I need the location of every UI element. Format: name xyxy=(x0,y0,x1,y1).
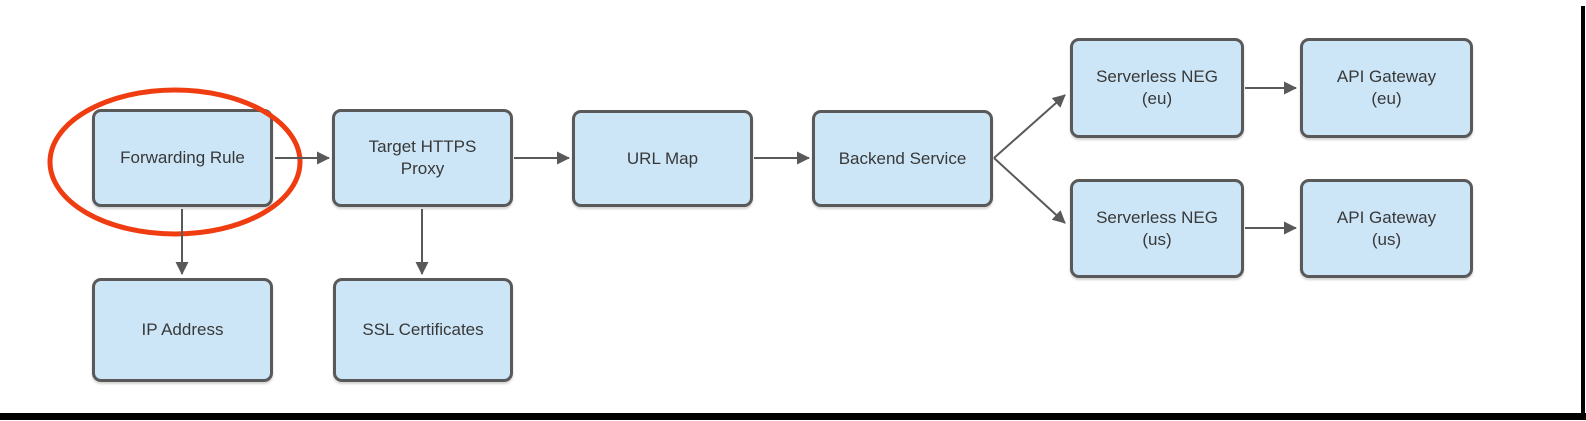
node-ssl-certificates-label: SSL Certificates xyxy=(362,320,484,339)
node-url-map-label: URL Map xyxy=(626,148,699,168)
node-serverless-neg-eu: Serverless NEG (eu) xyxy=(1070,38,1244,138)
node-backend-service: Backend Service xyxy=(812,110,993,207)
node-api-gateway-eu: API Gateway (eu) xyxy=(1300,38,1473,138)
edge-backend-service-to-serverless-neg-eu xyxy=(993,94,1066,159)
node-target-https-proxy-label: Target HTTPS Proxy xyxy=(368,137,477,178)
node-api-gateway-us: API Gateway (us) xyxy=(1300,179,1473,278)
node-forwarding-rule-label: Forwarding Rule xyxy=(120,148,245,167)
node-ssl-certificates: SSL Certificates xyxy=(333,278,513,382)
node-serverless-neg-us: Serverless NEG (us) xyxy=(1070,179,1244,278)
node-serverless-neg-eu-label: Serverless NEG (eu) xyxy=(1096,67,1218,108)
node-url-map: URL Map xyxy=(572,110,753,207)
node-ip-address-label: IP Address xyxy=(141,320,224,339)
node-forwarding-rule: Forwarding Rule xyxy=(92,109,273,207)
node-serverless-neg-us-label: Serverless NEG (us) xyxy=(1096,207,1218,249)
node-backend-service-label: Backend Service xyxy=(838,148,967,168)
edge-backend-service-to-serverless-neg-us xyxy=(993,157,1066,224)
node-target-https-proxy: Target HTTPS Proxy xyxy=(332,109,513,207)
node-api-gateway-eu-label: API Gateway (eu) xyxy=(1336,67,1437,108)
node-ip-address: IP Address xyxy=(92,278,273,382)
frame-bottom-border xyxy=(0,413,1586,420)
node-api-gateway-us-label: API Gateway (us) xyxy=(1336,207,1437,249)
frame-right-border xyxy=(1581,6,1585,420)
